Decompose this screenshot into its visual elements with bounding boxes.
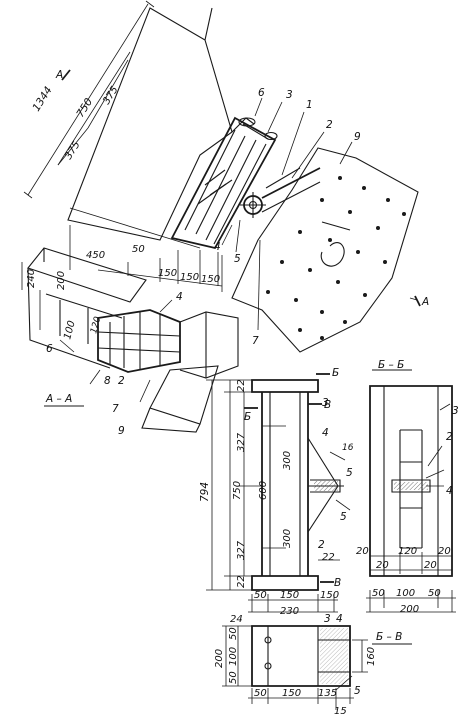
plan-part-3: 3 [324,613,331,625]
aa-part-4: 4 [176,291,183,303]
plate-holes [266,176,406,340]
section-mark-a-right: A [421,296,429,308]
plan-part-4: 4 [336,613,343,625]
dim-375-b: 375 [101,85,120,107]
aa-part-9: 9 [118,425,125,437]
bb-dim-50a: 50 [372,588,385,599]
plan-dim-160: 160 [366,647,377,666]
fv-dim-794: 794 [199,482,211,502]
cut-b-left: Б [244,411,251,423]
dim-150-b: 150 [180,272,199,283]
part-9: 9 [354,131,361,143]
bb-dim-20a: 20 [356,546,369,557]
dim-450: 450 [86,250,105,261]
plan-dim-b15: 15 [334,706,347,717]
plan-dim-200: 200 [214,649,225,668]
cut-v-right: В [324,399,331,411]
fv-dim-600: 600 [258,481,269,500]
aa-dim-120: 120 [89,315,103,334]
aa-part-2: 2 [118,375,125,387]
plan-part-5: 5 [354,685,361,697]
dim-375-a: 375 [63,140,82,162]
dim-1344: 1344 [30,85,54,114]
aa-part-7: 7 [112,403,119,415]
part-1: 1 [306,99,313,111]
bb-dim-20b: 20 [438,546,451,557]
bb-dim-200: 200 [400,604,419,615]
bb-dim-120: 120 [398,546,417,557]
plan-dim-b135: 135 [318,688,337,699]
dim-750: 750 [74,96,95,120]
section-mark-a-top: A [55,69,63,81]
plan-dim-100: 100 [228,647,239,666]
dim-150-a: 150 [158,268,177,279]
section-bv-title: Б – В [376,631,402,643]
frame-rails [170,116,277,250]
section-bb-view: Б – Б 3 2 4 20 120 20 20 20 50 100 50 20… [356,359,459,645]
isometric-view: 1344 750 375 375 450 50 150 150 150 6 3 … [23,0,429,353]
plan-dim-b50: 50 [254,688,267,699]
bb-part-4: 4 [446,485,453,497]
section-bb-title: Б – Б [378,359,404,371]
fv-part-5b: 5 [340,511,347,523]
section-aa-view: 240 200 100 120 4 7 9 8 2 6 A – A [21,247,239,437]
plan-dim-50b: 50 [228,671,239,684]
fv-part-2: 2 [318,539,325,551]
fv-dim-150: 150 [280,590,299,601]
plan-dim-b150: 150 [282,688,301,699]
part-4: 4 [214,241,221,253]
aa-part-6: 6 [46,343,53,355]
fv-dim-150-right: 150 [320,590,339,601]
dim-50: 50 [132,244,145,255]
fv-dim-50: 50 [254,590,267,601]
aa-part-8: 8 [104,375,111,387]
part-7: 7 [252,335,259,347]
aa-dim-240: 240 [26,269,37,288]
dim-150-c: 150 [201,274,220,285]
fv-dim-22-mid: 22 [322,552,335,563]
fv-dim-22-top: 22 [236,379,247,392]
front-view: Б Б В В 22 327 750 794 327 22 600 300 [199,367,354,617]
fv-part-5: 5 [346,467,353,479]
section-aa-title: A – A [45,393,72,405]
aa-dim-100: 100 [62,319,78,340]
plate-right-hatched [231,147,419,353]
plan-dim-50: 50 [228,627,239,640]
hinge-pin [240,192,266,218]
bb-part-2: 2 [446,431,453,443]
fv-dim-327-bot: 327 [236,540,247,560]
fv-dim-22-bot: 22 [236,575,247,588]
part-3: 3 [286,89,293,101]
cut-v-bottom: В [334,577,341,589]
plan-view: 24 50 100 50 200 3 4 160 5 50 150 135 15 [214,613,377,717]
part-5: 5 [234,253,241,265]
bb-dim-20d: 20 [424,560,437,571]
fv-dim-750: 750 [232,481,243,500]
fv-dim-16: 16 [342,443,354,453]
fv-dim-230: 230 [280,606,299,617]
fv-dim-300-top: 300 [282,451,293,470]
fv-part-4: 4 [322,427,329,439]
bb-dim-20c: 20 [376,560,389,571]
part-6: 6 [258,87,265,99]
fv-dim-327-top: 327 [236,432,247,452]
plan-dim-24: 24 [230,614,243,625]
fv-part-3: 3 [322,397,329,409]
bb-dim-50b: 50 [428,588,441,599]
bb-part-3: 3 [452,405,459,417]
aa-dim-200: 200 [56,271,67,290]
bb-dim-100: 100 [396,588,415,599]
plate-left-hatched [67,7,233,241]
fv-dim-300-bot: 300 [282,529,293,548]
cut-b-top: Б [332,367,339,379]
part-2: 2 [326,119,333,131]
